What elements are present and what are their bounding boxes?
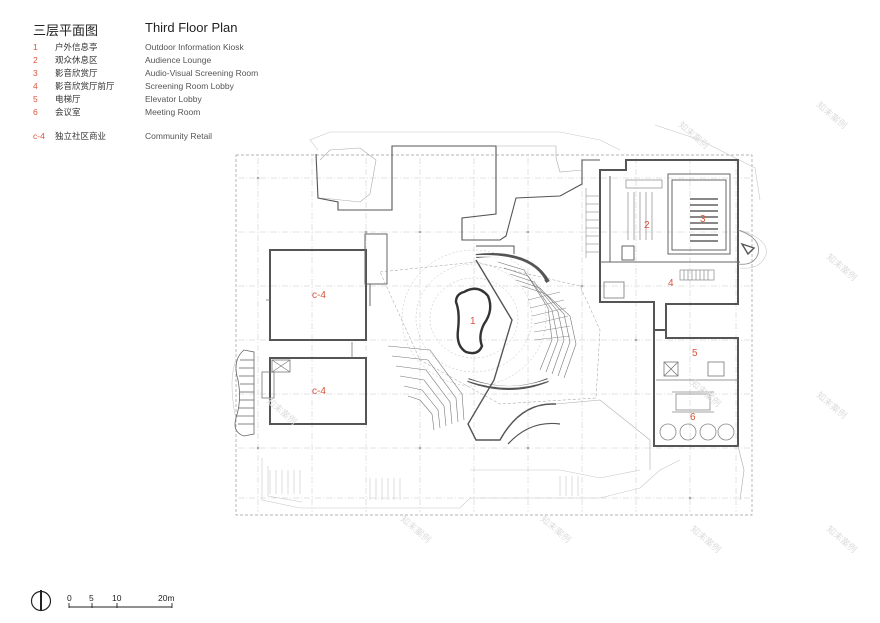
meeting-table	[672, 391, 714, 413]
legend-number: 4	[33, 81, 38, 91]
label-room-2: 2	[644, 220, 650, 231]
title-english: Third Floor Plan	[145, 20, 238, 35]
legend-label-cn: 会议室	[55, 107, 81, 117]
kiosk-outline	[454, 287, 492, 355]
legend-label-cn: 电梯厅	[55, 94, 81, 104]
scale-label-0: 0	[67, 593, 72, 603]
meeting-lounge-chairs	[659, 423, 735, 441]
upper-roof-outline	[315, 145, 600, 241]
scale-label-10: 10	[112, 593, 122, 603]
label-retail-top: c-4	[312, 290, 326, 301]
legend-number: 2	[33, 55, 38, 65]
title-chinese: 三层平面图	[33, 23, 99, 38]
scale-bar	[68, 603, 173, 608]
screening-seats	[690, 198, 718, 242]
legend-label-en: Screening Room Lobby	[145, 81, 234, 91]
left-exterior-stair	[234, 349, 255, 437]
inner-curve-wall	[467, 259, 556, 441]
tiered-steps-right	[497, 261, 577, 379]
watermark: 知末案例	[815, 99, 850, 131]
legend-label-en: Meeting Room	[145, 107, 201, 117]
label-room-5: 5	[692, 348, 698, 359]
lower-level-outline	[231, 124, 767, 509]
legend-number: 3	[33, 68, 38, 78]
watermark: 知末案例	[689, 523, 724, 555]
label-room-6: 6	[690, 412, 696, 423]
legend-label-cn: 影音欣赏厅	[55, 68, 98, 78]
lobby-stair	[679, 269, 715, 281]
watermark: 知末案例	[825, 523, 860, 555]
lower-right-block	[653, 304, 739, 447]
watermark: 知末案例	[539, 513, 574, 545]
watermark: 知末案例	[815, 389, 850, 421]
tiered-steps-left	[387, 345, 465, 431]
central-radial-rings	[401, 249, 547, 387]
legend-label-cn: 观众休息区	[55, 55, 98, 65]
structural-grid	[238, 158, 750, 512]
lounge-seating	[625, 179, 663, 240]
legend-label-cn: 影音欣赏厅前厅	[55, 81, 115, 91]
legend-number: c-4	[33, 131, 45, 141]
screening-room-walls	[600, 173, 740, 263]
right-building-block	[599, 159, 739, 331]
legend-label-cn: 户外信息亭	[55, 42, 98, 52]
roof-terrace-curve	[319, 147, 377, 203]
exterior-right-edge	[555, 399, 745, 501]
scale-label-20: 20m	[158, 593, 175, 603]
legend-label-cn: 独立社区商业	[55, 131, 107, 141]
watermark: 知末案例	[677, 119, 712, 151]
step-hatch-right	[527, 291, 571, 341]
retail-block-top	[269, 249, 367, 341]
label-room-3: 3	[700, 214, 706, 225]
legend-number: 5	[33, 94, 38, 104]
right-block-stair	[585, 188, 600, 258]
retail-block-bottom	[269, 357, 367, 425]
watermark: 知末案例	[825, 251, 860, 283]
scale-label-5: 5	[89, 593, 94, 603]
label-room-4: 4	[668, 278, 674, 289]
north-arrow	[30, 590, 52, 612]
retail-annex	[364, 233, 388, 285]
watermark: 知末案例	[689, 377, 724, 409]
legend-label-en: Audio-Visual Screening Room	[145, 68, 259, 78]
watermark: 知末案例	[399, 513, 434, 545]
label-room-1: 1	[470, 316, 476, 327]
legend-number: 1	[33, 42, 38, 52]
scale-labels: 0 5 10 20m	[67, 593, 175, 603]
exterior-triangle-detail	[740, 242, 756, 256]
label-retail-bottom: c-4	[312, 386, 326, 397]
legend-number: 6	[33, 107, 38, 117]
structural-columns	[256, 176, 692, 500]
legend-label-en: Community Retail	[145, 131, 213, 141]
room-labels: c-4 c-4 1 2 3 4 5 6	[312, 214, 706, 423]
lower-stair-hatch	[269, 470, 579, 500]
watermarks: 知末案例 知末案例 知末案例 知末案例 知末案例 知末案例 知末案例 知末案例 …	[265, 99, 860, 555]
site-boundary	[235, 154, 753, 516]
roof-edge	[496, 145, 583, 173]
legend-label-en: Audience Lounge	[145, 55, 212, 65]
legend-label-en: Outdoor Information Kiosk	[145, 42, 244, 52]
elevator-core-left	[271, 359, 291, 373]
legend-label-en: Elevator Lobby	[145, 94, 202, 104]
elevator-lobby-details	[656, 361, 738, 381]
